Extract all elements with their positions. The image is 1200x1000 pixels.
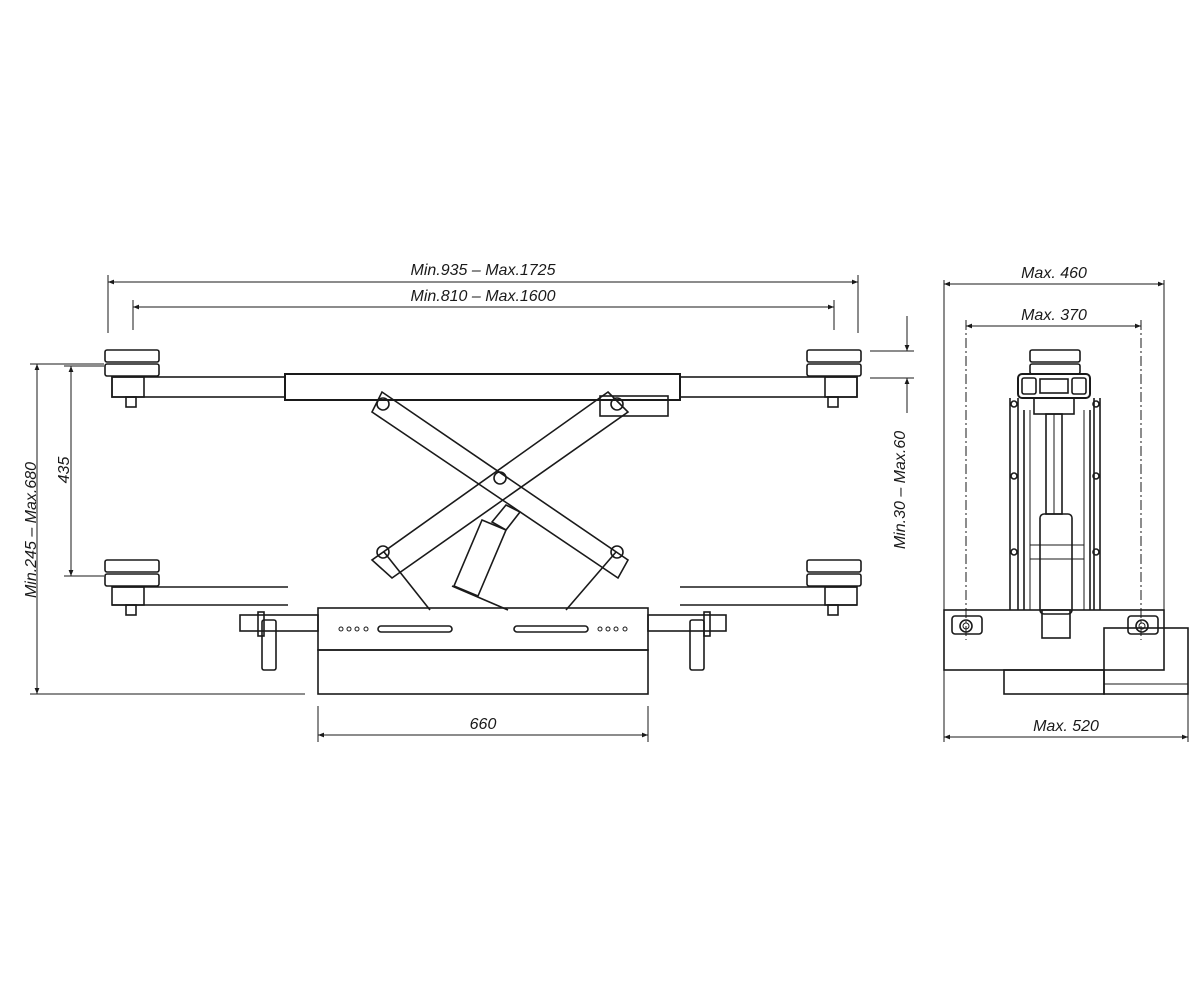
dim-outer-width: Min.935 – Max.1725: [107, 262, 859, 333]
base-carriage: [239, 607, 727, 695]
side-head: [1017, 349, 1091, 415]
label-pad-height: Min.30 – Max.60: [892, 431, 909, 549]
dim-arm-gap: 435: [56, 365, 104, 577]
scissor-linkage: [370, 390, 630, 611]
side-cylinder: [1039, 413, 1073, 615]
label-outer-width: Min.935 – Max.1725: [411, 262, 556, 279]
label-side-inner: Max. 370: [1021, 307, 1087, 324]
dim-side-top: Max. 460: [943, 265, 1165, 610]
side-view: Max. 460 Max. 370 Max. 520: [943, 265, 1189, 742]
dim-side-base: Max. 520: [943, 670, 1189, 742]
dim-base-length: 660: [317, 706, 649, 742]
label-side-base: Max. 520: [1033, 718, 1099, 735]
label-arm-gap: 435: [56, 457, 73, 484]
top-arm: [104, 349, 862, 417]
label-base-length: 660: [470, 716, 497, 733]
bottom-arm: [104, 559, 862, 616]
front-view: Min.935 – Max.1725 Min.810 – Max.1600 Mi…: [23, 262, 914, 742]
dim-pad-height: Min.30 – Max.60: [870, 316, 914, 549]
dim-side-inner: Max. 370: [966, 307, 1141, 329]
dim-inner-width: Min.810 – Max.1600: [132, 288, 835, 330]
side-frame: [1009, 398, 1101, 610]
label-side-top: Max. 460: [1021, 265, 1087, 282]
label-inner-width: Min.810 – Max.1600: [411, 288, 556, 305]
label-total-height: Min.245 – Max.680: [23, 462, 40, 598]
dim-total-height: Min.245 – Max.680: [23, 363, 305, 695]
side-wheels: [951, 615, 1159, 635]
